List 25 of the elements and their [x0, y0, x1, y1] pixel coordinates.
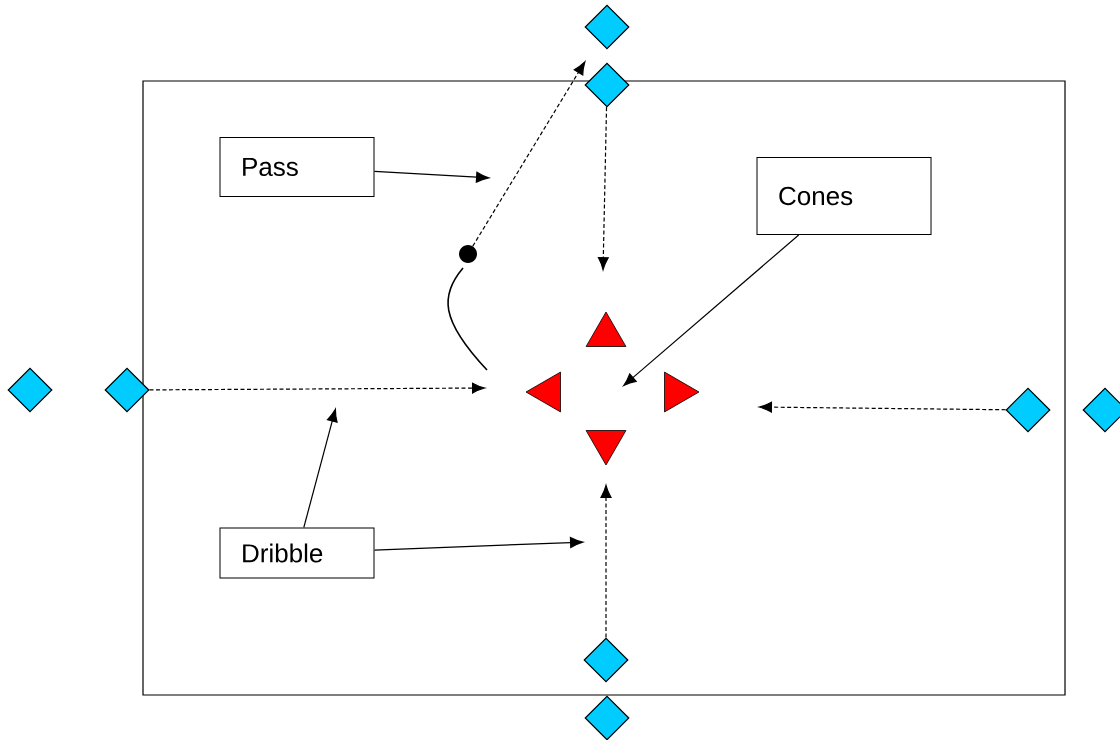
arrow	[597, 106, 609, 271]
cone-triangle	[525, 371, 561, 413]
arrow	[148, 382, 486, 394]
arrow	[623, 234, 800, 387]
player-diamond	[583, 637, 629, 683]
player-diamond	[584, 695, 630, 740]
cone-triangle	[585, 430, 627, 466]
label-box: Dribble	[219, 527, 375, 579]
arrow	[600, 484, 612, 638]
arrow	[472, 61, 586, 247]
label-box: Cones	[756, 157, 932, 235]
player-diamond	[1082, 387, 1120, 433]
cone-triangle	[664, 371, 700, 413]
arrow	[758, 401, 1007, 413]
player-diamond	[584, 62, 630, 108]
arrow	[373, 537, 584, 551]
ball	[459, 245, 477, 263]
cone-triangle	[585, 311, 627, 347]
arrow	[373, 170, 490, 183]
player-diamond	[1005, 387, 1051, 433]
player-diamond	[7, 367, 53, 413]
player-diamond	[584, 4, 630, 50]
label-box: Pass	[219, 137, 375, 197]
player-diamond	[104, 367, 150, 413]
arrow	[303, 408, 338, 529]
